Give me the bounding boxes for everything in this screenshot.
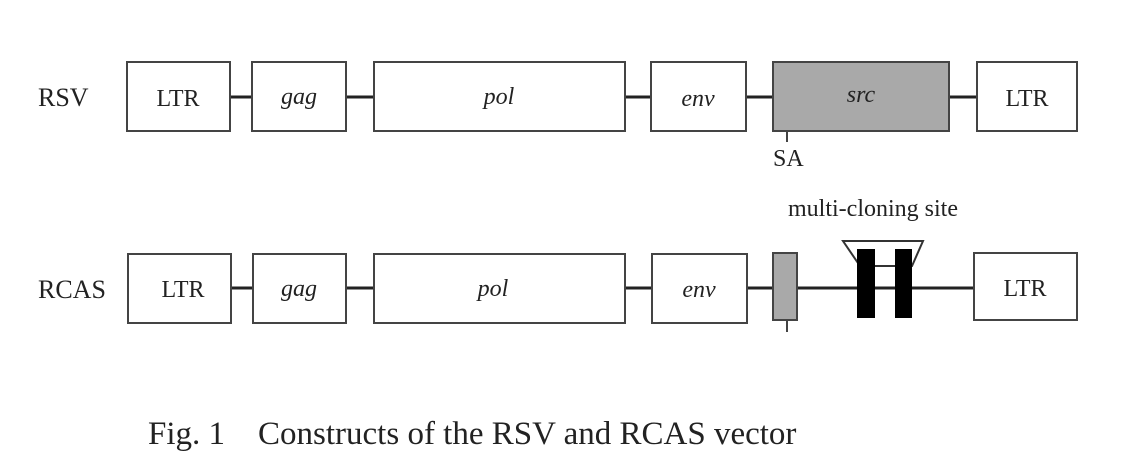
rcas-splice-acceptor-box [772,252,798,321]
rsv-gag-box [251,61,347,132]
rsv-env-label: env [681,86,715,112]
rcas-ltr3-box [973,252,1078,321]
rcas-pol-label: pol [476,276,509,302]
rsv-ltr3-box [976,61,1078,132]
rsv-pol-label: pol [482,84,515,110]
rsv-pol-box [373,61,626,132]
rcas-construct: RCAS LTR gag pol env multi-cloning site … [38,196,1078,332]
rcas-env-box [651,253,748,324]
rsv-gag-label: gag [281,84,317,110]
rsv-ltr5-box [126,61,231,132]
mcs-label: multi-cloning site [788,196,958,222]
mcs-bar-2 [895,249,912,318]
figure-caption: Fig. 1 Constructs of the RSV and RCAS ve… [148,416,796,452]
rcas-pol-box [373,253,626,324]
rsv-env-box [650,61,747,132]
rsv-src-box [772,61,950,132]
rsv-label: RSV [38,83,89,112]
rcas-env-label: env [682,277,716,303]
rcas-ltr5-label: LTR [161,277,204,303]
mcs-bar-1 [857,249,875,318]
sa-label: SA [773,146,804,172]
rsv-ltr5-label: LTR [156,86,199,112]
rcas-ltr3-label: LTR [1003,276,1046,302]
rsv-src-label: src [847,82,876,108]
rsv-construct: RSV LTR gag pol env src LTR SA [38,61,1078,172]
rcas-gag-box [252,253,347,324]
rcas-label: RCAS [38,275,106,304]
rcas-gag-label: gag [281,276,317,302]
rsv-ltr3-label: LTR [1005,86,1048,112]
rcas-ltr5-box [127,253,232,324]
